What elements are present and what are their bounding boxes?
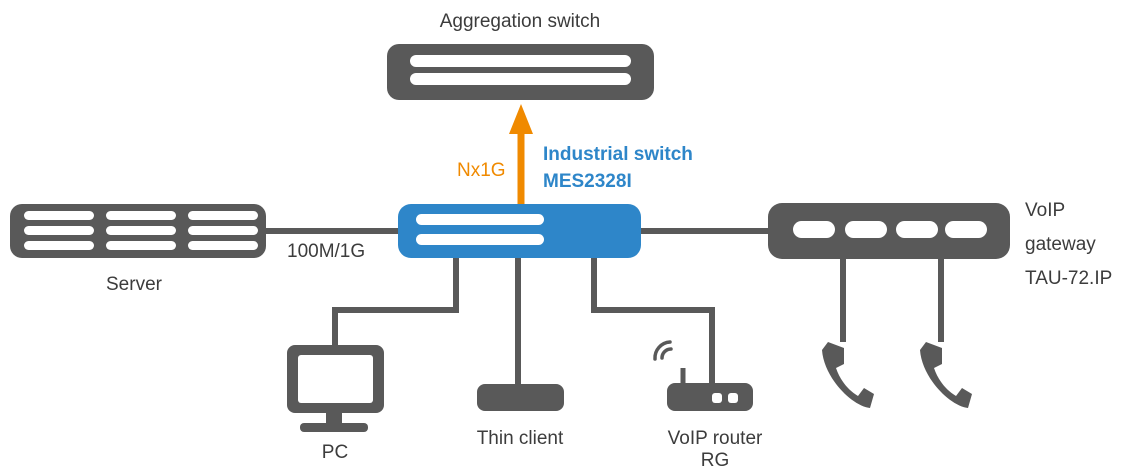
voip-gateway-label-line2: gateway [1025, 234, 1096, 255]
server-label: Server [106, 274, 162, 295]
industrial-switch-label: Industrial switch [543, 144, 693, 165]
router-icon [667, 368, 753, 411]
link-switch-router [591, 258, 715, 383]
link-switch-pc [332, 258, 459, 345]
server-icon [10, 204, 266, 258]
uplink-speed-label: Nx1G [457, 160, 506, 181]
industrial-switch-model-label: MES2328I [543, 171, 632, 192]
thin-client-label: Thin client [476, 428, 564, 449]
phone-icon [920, 342, 972, 408]
aggregation-switch-icon [387, 44, 654, 100]
voip-gateway-label-line1: VoIP [1025, 200, 1066, 221]
aggregation-switch-label: Aggregation switch [439, 11, 601, 32]
links [262, 228, 944, 384]
voip-gateway-label-line3: TAU-72.IP [1025, 268, 1113, 289]
pc-label: PC [321, 442, 349, 463]
industrial-switch-icon [398, 204, 641, 258]
thin-client-icon [477, 384, 564, 411]
wifi-icon [653, 340, 673, 361]
phone-icon [822, 342, 874, 408]
monitor-icon [287, 345, 384, 432]
voip-router-model-label: RG [700, 450, 730, 468]
voip-gateway-icon [768, 203, 1010, 259]
uplink-arrow [509, 104, 533, 205]
server-link-speed-label: 100M/1G [287, 241, 366, 262]
voip-router-label: VoIP router [667, 428, 763, 449]
